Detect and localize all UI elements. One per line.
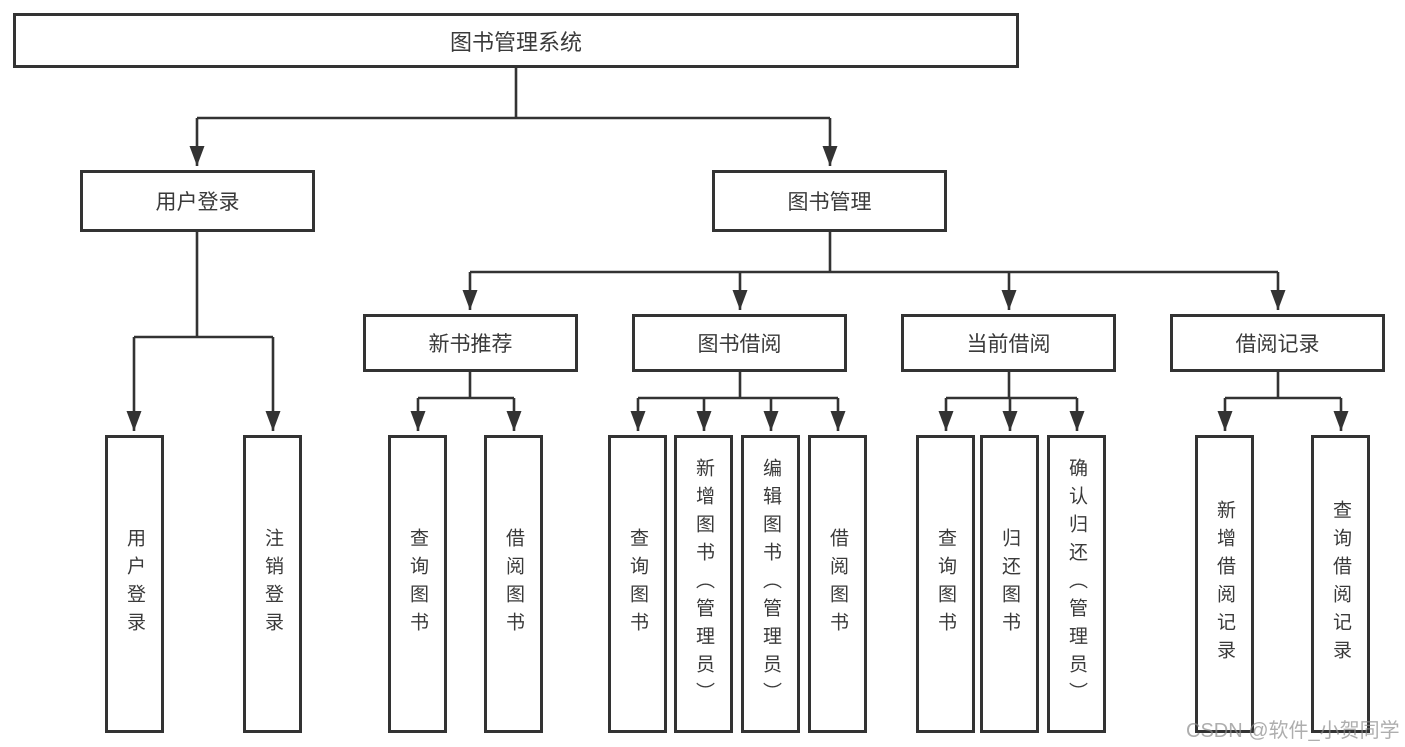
node-new-book-recommendation: 新书推荐 xyxy=(363,314,578,372)
node-current-borrowing: 当前借阅 xyxy=(901,314,1116,372)
node-book-borrowing: 图书借阅 xyxy=(632,314,847,372)
node-book-management-branch: 图书管理 xyxy=(712,170,947,232)
node-leaf-add-borrow-record: 新增借阅记录 xyxy=(1195,435,1254,733)
node-leaf-confirm-return-admin: 确认归还（管理员） xyxy=(1047,435,1106,733)
node-label: 借阅图书 xyxy=(827,528,848,640)
csdn-watermark: CSDN @软件_小贺同学 xyxy=(1186,720,1400,742)
node-leaf-query-books-1: 查询图书 xyxy=(388,435,447,733)
node-label: 借阅记录 xyxy=(1235,333,1320,356)
node-leaf-borrow-books-2: 借阅图书 xyxy=(808,435,867,733)
node-label: 用户登录 xyxy=(155,191,240,214)
node-label: 注销登录 xyxy=(262,528,283,640)
node-label: 查询图书 xyxy=(627,528,648,640)
node-label: 图书管理 xyxy=(787,191,872,214)
node-label: 归还图书 xyxy=(999,528,1020,640)
node-label: 借阅图书 xyxy=(503,528,524,640)
node-label: 新书推荐 xyxy=(428,333,513,356)
node-library-management-system: 图书管理系统 xyxy=(13,13,1019,68)
node-borrowing-records: 借阅记录 xyxy=(1170,314,1385,372)
node-label: 编辑图书（管理员） xyxy=(760,458,781,710)
node-label: 查询图书 xyxy=(935,528,956,640)
node-label: 查询图书 xyxy=(407,528,428,640)
node-label: 查询借阅记录 xyxy=(1330,500,1351,668)
node-user-login-branch: 用户登录 xyxy=(80,170,315,232)
node-label: 确认归还（管理员） xyxy=(1066,458,1087,710)
node-leaf-logout: 注销登录 xyxy=(243,435,302,733)
node-label: 图书借阅 xyxy=(697,333,782,356)
node-leaf-query-books-3: 查询图书 xyxy=(916,435,975,733)
node-label: 当前借阅 xyxy=(966,333,1051,356)
node-leaf-borrow-books-1: 借阅图书 xyxy=(484,435,543,733)
node-leaf-return-books: 归还图书 xyxy=(980,435,1039,733)
node-leaf-user-login: 用户登录 xyxy=(105,435,164,733)
node-leaf-query-borrow-record: 查询借阅记录 xyxy=(1311,435,1370,733)
node-leaf-add-books-admin: 新增图书（管理员） xyxy=(674,435,733,733)
node-label: 用户登录 xyxy=(124,528,145,640)
node-leaf-query-books-2: 查询图书 xyxy=(608,435,667,733)
node-label: 新增借阅记录 xyxy=(1214,500,1235,668)
node-label: 图书管理系统 xyxy=(449,29,582,55)
node-leaf-edit-books-admin: 编辑图书（管理员） xyxy=(741,435,800,733)
node-label: 新增图书（管理员） xyxy=(693,458,714,710)
